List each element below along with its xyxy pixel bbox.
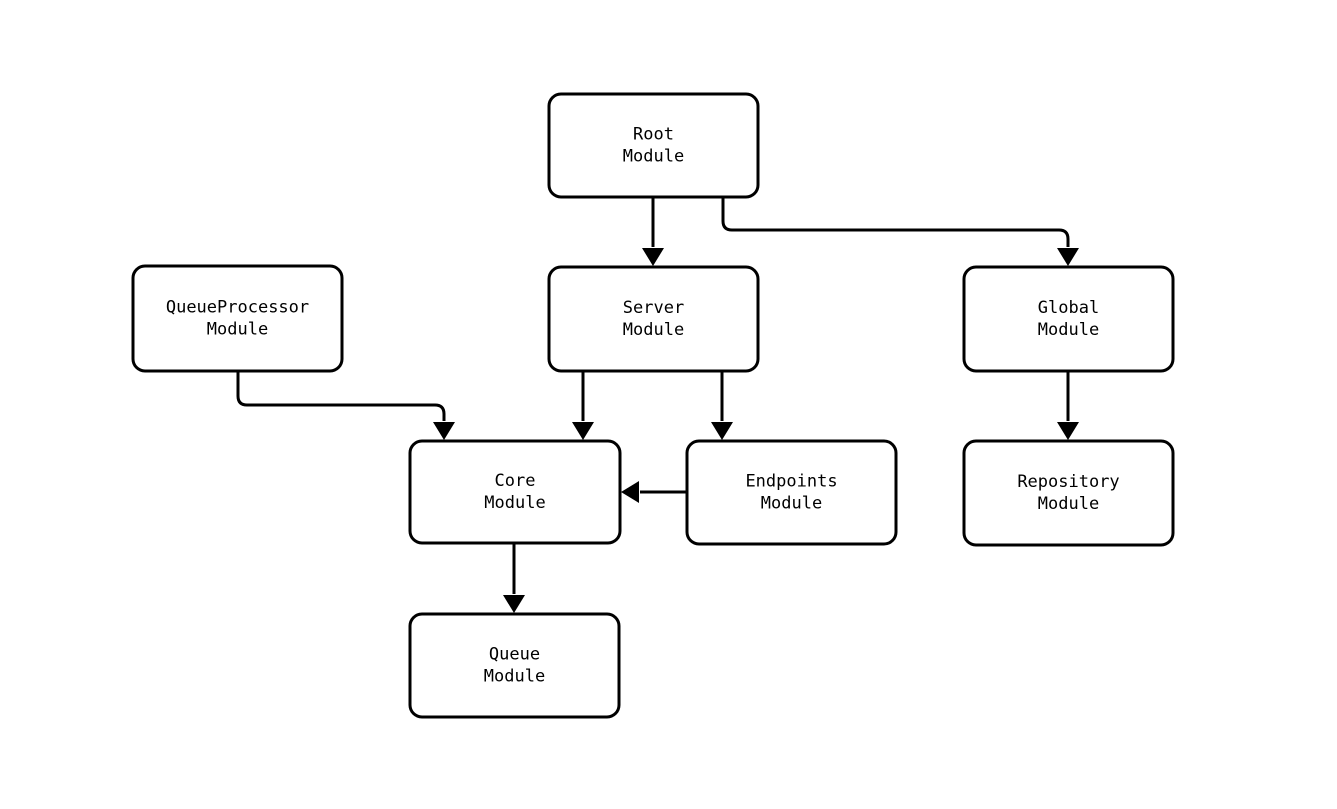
node-label-primary: Global <box>1038 298 1099 318</box>
node-label-secondary: Module <box>623 147 684 167</box>
arrowhead-icon <box>621 481 639 503</box>
edge-line <box>721 197 1070 247</box>
node-label-primary: Endpoints <box>745 472 837 492</box>
arrowhead-icon <box>433 422 455 440</box>
node-label-primary: Server <box>623 298 684 318</box>
node-label-primary: Queue <box>489 645 540 665</box>
node-box[interactable] <box>962 265 1175 373</box>
edge-server-to-endpoints <box>711 371 733 440</box>
edge-endpoints-to-core <box>621 481 687 503</box>
node-box[interactable] <box>547 265 760 373</box>
node-label-primary: Core <box>495 471 536 491</box>
node-box[interactable] <box>962 439 1175 547</box>
node-label-secondary: Module <box>484 667 545 687</box>
arrowhead-icon <box>642 248 664 266</box>
node-label-primary: Repository <box>1017 472 1119 492</box>
node-box[interactable] <box>408 439 622 545</box>
edge-global-to-repository <box>1057 371 1079 440</box>
node-label-secondary: Module <box>761 494 822 514</box>
arrowhead-icon <box>1057 248 1079 266</box>
node-label-secondary: Module <box>623 320 684 340</box>
node-box[interactable] <box>131 264 344 373</box>
arrowhead-icon <box>1057 422 1079 440</box>
node-label-secondary: Module <box>1038 494 1099 514</box>
arrowhead-icon <box>503 595 525 613</box>
node-box[interactable] <box>547 92 760 199</box>
edge-line <box>236 371 446 421</box>
arrowhead-icon <box>711 422 733 440</box>
node-label-secondary: Module <box>207 320 268 340</box>
edges-layer <box>236 197 1079 613</box>
edge-server-to-core <box>572 371 594 440</box>
edge-root-to-global <box>721 197 1079 266</box>
node-box[interactable] <box>685 439 898 546</box>
node-box[interactable] <box>408 612 621 719</box>
arrowhead-icon <box>572 422 594 440</box>
node-label-primary: Root <box>633 125 674 145</box>
edge-root-to-server <box>642 197 664 266</box>
edge-core-to-queue <box>503 543 525 613</box>
edge-queueprocessor-to-core <box>236 371 455 440</box>
node-label-primary: QueueProcessor <box>166 298 309 318</box>
node-label-secondary: Module <box>1038 320 1099 340</box>
node-label-secondary: Module <box>484 493 545 513</box>
nodes-layer: RootModuleQueueProcessorModuleServerModu… <box>131 92 1175 719</box>
